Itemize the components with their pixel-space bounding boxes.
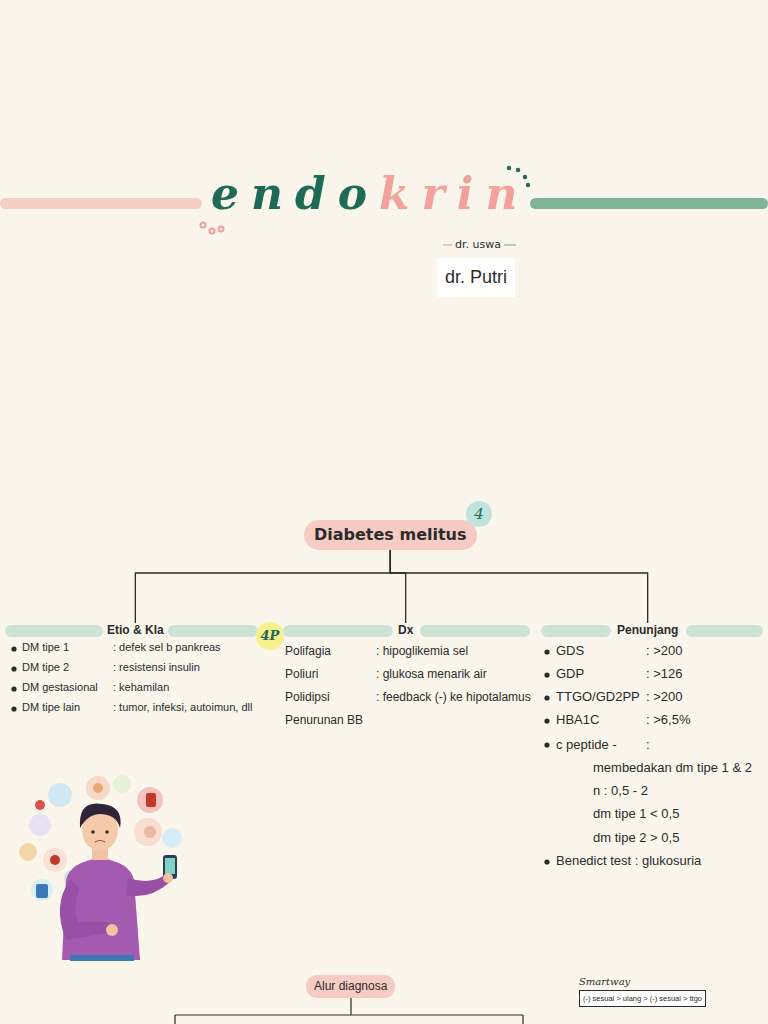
table-cell: :	[646, 737, 650, 753]
node-text: 4P	[261, 629, 280, 643]
table-cell: : hipoglikemia sel	[376, 644, 468, 658]
table-cell: DM tipe 2	[22, 661, 69, 674]
table-cell: Polifagia	[285, 644, 331, 658]
table-cell: : defek sel b pankreas	[113, 641, 221, 654]
table-cell: : >200	[646, 643, 683, 659]
node-text: Alur diagnosa	[314, 980, 387, 993]
table-cell: : >126	[646, 666, 683, 682]
table-cell: DM tipe lain	[22, 701, 80, 714]
node-text: Smartway	[579, 976, 706, 987]
table-cell: : kehamilan	[113, 681, 169, 694]
column-header: Dx	[394, 623, 417, 639]
table-cell: GDS	[556, 643, 584, 659]
column-header: Etio & Kla	[103, 623, 168, 639]
node-text: Etio & Kla	[107, 624, 164, 637]
table-cell: : feedback (-) ke hipotalamus	[376, 690, 531, 704]
node-body: (-) sesuai > ulang > (-) sesuai > ttgo	[579, 990, 706, 1007]
table-cell: DM gestasional	[22, 681, 98, 694]
table-cell: c peptide -	[556, 737, 617, 753]
table-cell: : >6,5%	[646, 712, 690, 728]
page-title: endokrin	[211, 168, 529, 219]
column-header: Penunjang	[613, 623, 682, 639]
topic-pill: Diabetes melitus	[304, 520, 477, 550]
table-cell: : resistensi insulin	[113, 661, 200, 674]
node-text: Diabetes melitus	[314, 526, 467, 544]
green-dash	[504, 244, 516, 245]
table-cell: dm tipe 2 > 0,5	[593, 830, 679, 846]
callout-circle: 4P	[256, 622, 284, 650]
bullets	[11, 646, 549, 864]
table-cell: GDP	[556, 666, 584, 682]
flow-pill: Alur diagnosa	[306, 975, 395, 998]
name-box: dr. Putri	[437, 258, 515, 297]
table-cell: : tumor, infeksi, autoimun, dll	[113, 701, 252, 714]
table-cell: membedakan dm tipe 1 & 2	[593, 760, 752, 776]
table-cell: dm tipe 1 < 0,5	[593, 806, 679, 822]
table-cell: Penurunan BB	[285, 713, 363, 727]
green-bar	[530, 198, 768, 209]
tree-connector	[390, 550, 647, 623]
pink-bar	[0, 198, 202, 209]
table-cell: HBA1C	[556, 712, 599, 728]
alur-lines	[175, 998, 523, 1024]
pink-dots	[201, 223, 224, 234]
person-illustration	[19, 775, 182, 961]
table-cell: : glukosa menarik air	[376, 667, 487, 681]
table-cell: Benedict test : glukosuria	[556, 853, 701, 869]
note-box: Smartway (-) sesuai > ulang > (-) sesuai …	[579, 976, 706, 1007]
tree-connector	[390, 550, 405, 623]
tree-connector	[135, 550, 390, 623]
callout-circle: 4	[466, 501, 492, 527]
author-label: dr. uswa	[455, 238, 501, 251]
pink-dash	[443, 244, 452, 245]
node-text: 4	[474, 506, 484, 523]
table-cell: TTGO/GD2PP	[556, 689, 640, 705]
table-cell: DM tipe 1	[22, 641, 69, 654]
header-bands	[5, 625, 763, 637]
table-cell: n : 0,5 - 2	[593, 783, 648, 799]
table-cell: Polidipsi	[285, 690, 330, 704]
node-text: Dx	[398, 624, 413, 637]
node-text: dr. Putri	[445, 268, 507, 288]
table-cell: Poliuri	[285, 667, 318, 681]
node-text: Penunjang	[617, 624, 678, 637]
table-cell: : >200	[646, 689, 683, 705]
